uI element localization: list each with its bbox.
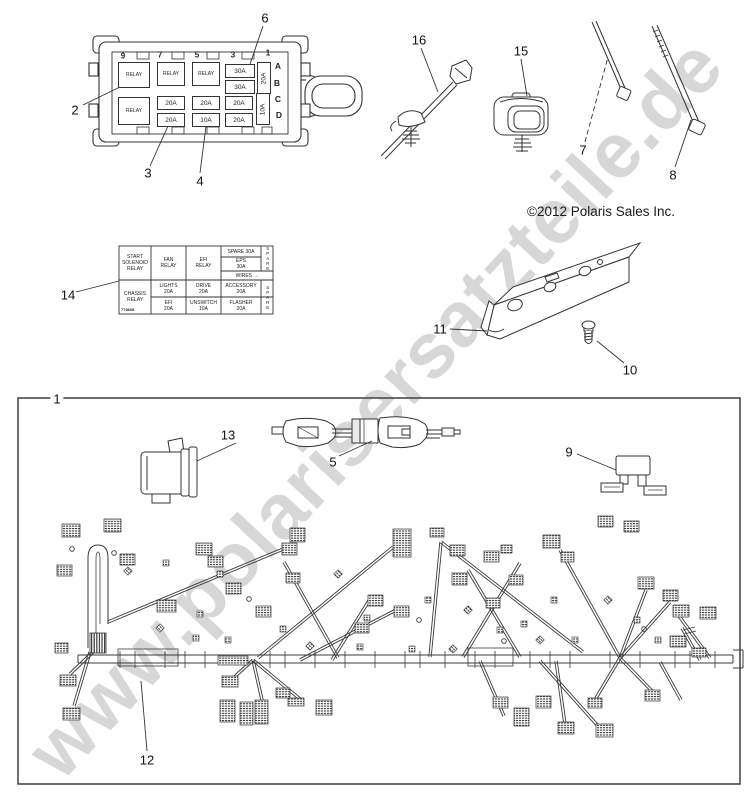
fusebox-pin-number: 3 bbox=[230, 50, 236, 60]
callout-1: 1 bbox=[50, 392, 64, 406]
wiring-harness-diagram bbox=[54, 515, 744, 738]
screw-drawing bbox=[581, 320, 596, 344]
fuse-legend-grid bbox=[118, 245, 274, 315]
relay-cell: RELAY bbox=[118, 97, 150, 125]
callout-11: 11 bbox=[433, 321, 447, 337]
relay-cell: RELAY bbox=[192, 62, 220, 86]
legend-wires: WIRES → bbox=[235, 272, 259, 279]
fusebox-row-letter: B bbox=[273, 78, 281, 88]
mount-part-drawing bbox=[600, 455, 667, 496]
fusebox-pin-number: 9 bbox=[120, 51, 126, 61]
fusebox-row-letter: A bbox=[274, 61, 282, 71]
relay-cell: RELAY bbox=[118, 62, 150, 88]
legend-efi-relay: EFI RELAY bbox=[195, 257, 212, 269]
callout-16: 16 bbox=[411, 32, 427, 48]
clamp-drawing bbox=[493, 92, 549, 152]
connector-13-drawing bbox=[140, 437, 198, 504]
callout-5: 5 bbox=[329, 454, 337, 470]
callout-6: 6 bbox=[261, 10, 269, 26]
callout-10: 10 bbox=[622, 362, 638, 378]
fuse-cell: 30A bbox=[225, 64, 255, 78]
legend-start-solenoid-relay: START SOLENOID RELAY bbox=[122, 254, 148, 272]
callout-3: 3 bbox=[144, 165, 152, 181]
legend-accessory-fuse: ACCESSORY 20A bbox=[225, 282, 257, 295]
callout-13: 13 bbox=[220, 427, 236, 443]
bracket-drawing bbox=[480, 241, 642, 340]
callout-14: 14 bbox=[60, 287, 76, 303]
legend-eps-30a: EPS 30A bbox=[235, 258, 246, 270]
fuse-cell: 20A bbox=[157, 113, 185, 127]
zip-tie-8-drawing bbox=[651, 24, 706, 136]
fuse-cell-vertical: 20A bbox=[257, 62, 271, 94]
fuse-cell: 20A bbox=[225, 96, 253, 110]
copyright-notice: ©2012 Polaris Sales Inc. bbox=[527, 204, 676, 219]
fuse-cell-vertical: 10A bbox=[256, 93, 270, 125]
fusebox-row-letter: C bbox=[274, 94, 282, 104]
callout-8: 8 bbox=[669, 167, 677, 183]
legend-spare-vertical: SPARE bbox=[265, 246, 271, 271]
legend-efi-fuse: EFI 20A bbox=[164, 299, 173, 312]
legend-unswitch-fuse: UNSWITCH 10A bbox=[190, 299, 217, 312]
fuse-value: 10A bbox=[259, 103, 267, 115]
fusebox-pin-number: 7 bbox=[157, 50, 163, 60]
relay-cell: RELAY bbox=[157, 62, 185, 86]
fusebox-pin-number: 1 bbox=[265, 48, 271, 58]
legend-part-number: 779608 bbox=[121, 307, 135, 312]
fuse-cell: 20A bbox=[157, 96, 185, 110]
callout-9: 9 bbox=[565, 444, 573, 460]
callout-15: 15 bbox=[513, 43, 529, 59]
zip-tie-7-drawing bbox=[591, 20, 632, 101]
fusebox-pin-number: 5 bbox=[194, 50, 200, 60]
harness-kit-box bbox=[17, 397, 741, 785]
legend-fan-relay: FAN RELAY bbox=[160, 257, 177, 269]
callout-7: 7 bbox=[579, 142, 587, 158]
fuse-value: 20A bbox=[260, 72, 268, 84]
fuse-cell: 10A bbox=[192, 113, 220, 127]
callout-leaders bbox=[75, 25, 692, 752]
legend-spare-vertical: SPARE bbox=[265, 284, 271, 310]
callout-12: 12 bbox=[139, 752, 155, 768]
callout-4: 4 bbox=[196, 173, 204, 189]
fusebox-row-letter: D bbox=[275, 110, 283, 120]
legend-flasher-fuse: FLASHER 20A bbox=[229, 299, 253, 312]
legend-lights-fuse: LIGHTS 20A bbox=[159, 282, 178, 295]
fuse-cell: 20A bbox=[225, 113, 253, 127]
legend-chassis-relay: CHASSIS RELAY bbox=[124, 291, 146, 303]
callout-2: 2 bbox=[71, 102, 79, 118]
fuse-cell: 20A bbox=[192, 96, 220, 110]
cable-tie-mount-drawing bbox=[380, 59, 473, 160]
fuse-cell: 30A bbox=[225, 80, 255, 94]
legend-drive-fuse: DRIVE 20A bbox=[195, 282, 212, 295]
legend-spare-30a: SPARE 30A bbox=[227, 248, 255, 255]
cable-assembly-drawing bbox=[271, 416, 461, 449]
